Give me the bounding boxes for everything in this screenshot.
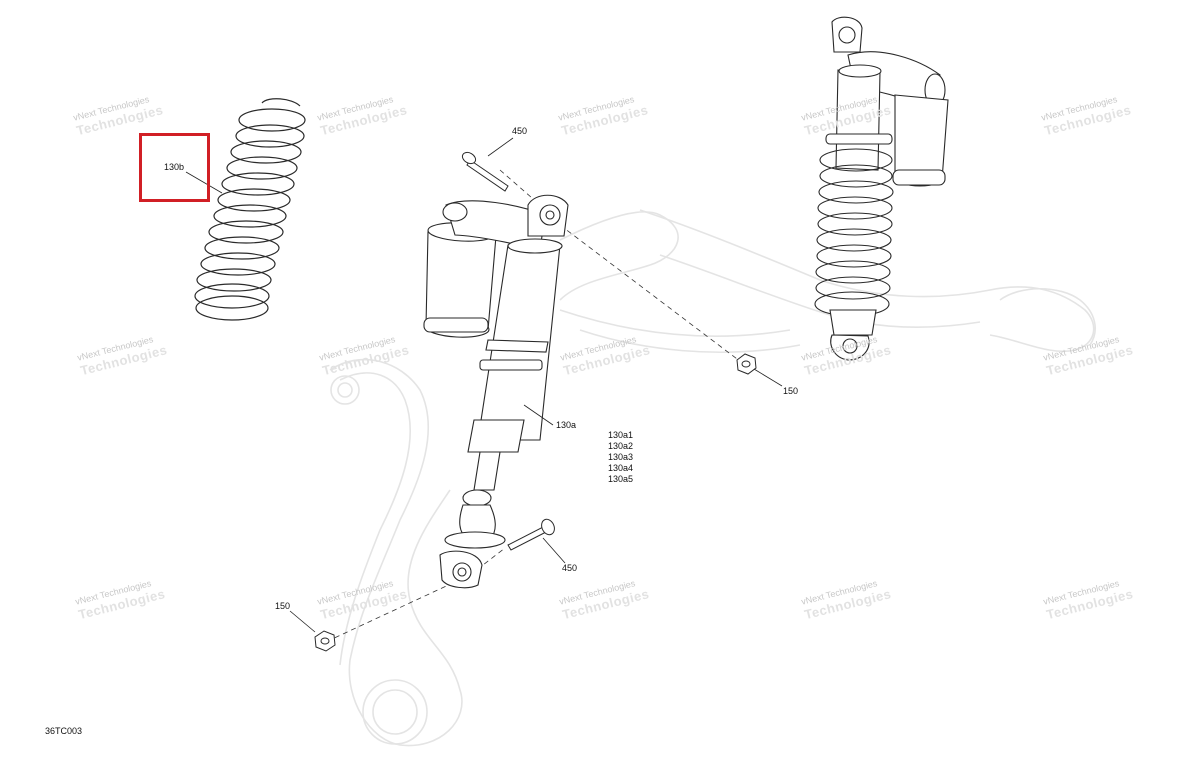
highlight-box[interactable]: [139, 133, 210, 202]
callout-bolt-bottom[interactable]: 450: [562, 563, 578, 573]
a-arm-frame: [329, 209, 1096, 747]
callout-variant[interactable]: 130a2: [608, 441, 634, 451]
assembled-coilover: [814, 16, 949, 361]
callout-shock[interactable]: 130a: [556, 420, 577, 430]
bottom-bolt: [507, 518, 555, 551]
callout-bolt-top[interactable]: 450: [512, 126, 528, 136]
callout-variant[interactable]: 130a3: [608, 452, 634, 462]
coil-spring: [194, 98, 306, 321]
shock-absorber: [423, 194, 569, 589]
callout-variant[interactable]: 130a4: [608, 463, 634, 473]
callout-variant[interactable]: 130a5: [608, 474, 634, 484]
callout-nut-left[interactable]: 150: [275, 601, 291, 611]
callout-variant[interactable]: 130a1: [608, 430, 634, 440]
nuts: [314, 353, 757, 652]
leader-lines: [185, 137, 783, 633]
callout-spring[interactable]: 130b: [164, 162, 185, 172]
top-bolt: [461, 151, 509, 192]
callout-nut-right[interactable]: 150: [783, 386, 799, 396]
diagram-ref-code: 36TC003: [45, 726, 83, 736]
assembly-lines: [329, 169, 746, 641]
callout-variant-list: 130a1 130a2 130a3 130a4 130a5: [608, 430, 633, 485]
